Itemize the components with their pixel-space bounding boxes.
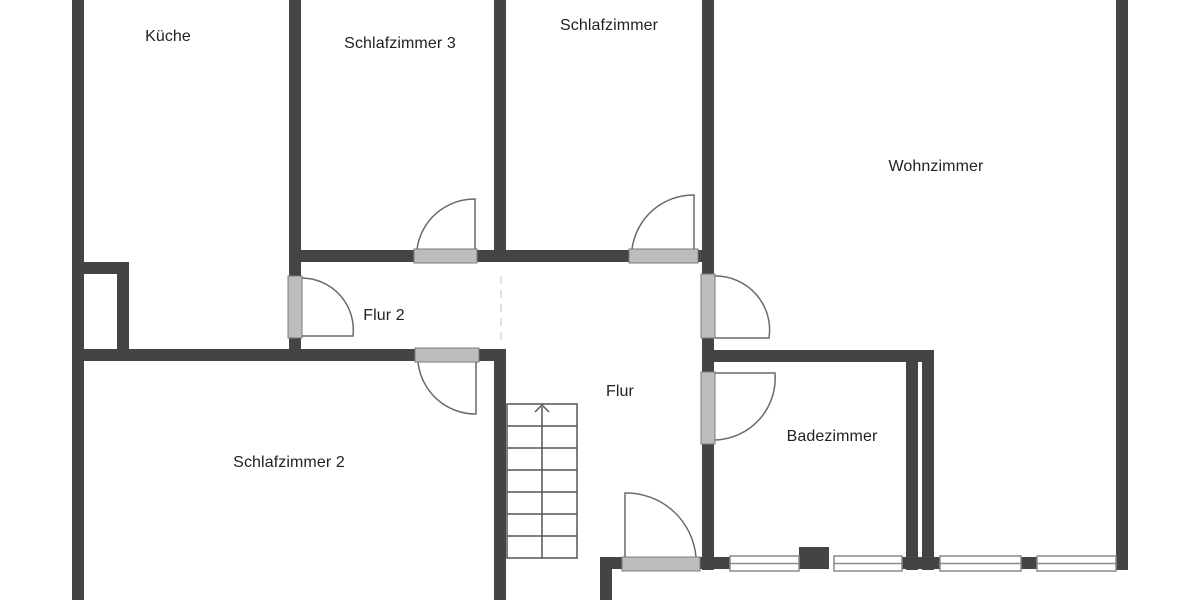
- wall-bottom-pillar: [799, 547, 829, 569]
- room-label-badezimmer: Badezimmer: [786, 428, 878, 445]
- door-schlafzimmer-2[interactable]: [414, 347, 480, 415]
- wall-bedrooms-bottom-b: [477, 250, 630, 262]
- door-kueche[interactable]: [287, 275, 355, 339]
- wall-sz3-sz: [494, 0, 506, 262]
- door-badezimmer[interactable]: [700, 371, 776, 445]
- wall-sz-wohn: [702, 0, 714, 274]
- wall-right-outer: [1116, 0, 1128, 570]
- window-wohn-2: [1036, 555, 1117, 572]
- walls: [72, 0, 1128, 600]
- wall-bottom-a: [700, 557, 730, 569]
- wall-bottom-b: [902, 557, 940, 569]
- wall-left-outer: [72, 0, 84, 600]
- room-label-flur: Flur: [606, 383, 634, 400]
- wall-bottom-c: [1021, 557, 1037, 569]
- window-wohn-1: [939, 555, 1022, 572]
- room-label-schlafzimmer: Schlafzimmer: [559, 17, 659, 34]
- wall-bad-right-b: [922, 350, 934, 570]
- wall-kitchen-right: [289, 0, 301, 276]
- door-schlafzimmer-3[interactable]: [413, 198, 478, 264]
- wall-flur-right-low: [702, 444, 714, 570]
- wall-bad-right-a: [906, 350, 918, 570]
- windows: [729, 555, 1117, 572]
- room-label-schlafzimmer-3: Schlafzimmer 3: [344, 35, 456, 52]
- door-entrance[interactable]: [621, 492, 701, 572]
- doors: [287, 194, 776, 572]
- room-label-flur-2: Flur 2: [363, 307, 405, 324]
- wall-sz2-right: [494, 349, 506, 600]
- room-label-kueche: Küche: [145, 28, 191, 45]
- wall-alcove-top: [72, 262, 129, 274]
- wall-bedrooms-bottom-c: [698, 250, 714, 262]
- room-label-wohnzimmer: Wohnzimmer: [888, 158, 984, 175]
- wall-bedrooms-bottom-a: [289, 250, 415, 262]
- window-bad-2: [833, 555, 903, 572]
- wall-alcove-right: [117, 262, 129, 358]
- wall-bottom-entry-stub: [600, 557, 622, 569]
- wall-sz2-top-a: [72, 349, 417, 361]
- staircase[interactable]: [506, 403, 578, 559]
- wall-bad-top: [702, 350, 934, 362]
- stair-arrow-icon: [534, 403, 550, 413]
- window-bad-1: [729, 555, 800, 572]
- door-wohnzimmer[interactable]: [700, 273, 771, 339]
- room-label-schlafzimmer-2: Schlafzimmer 2: [233, 454, 345, 471]
- door-schlafzimmer[interactable]: [628, 194, 699, 264]
